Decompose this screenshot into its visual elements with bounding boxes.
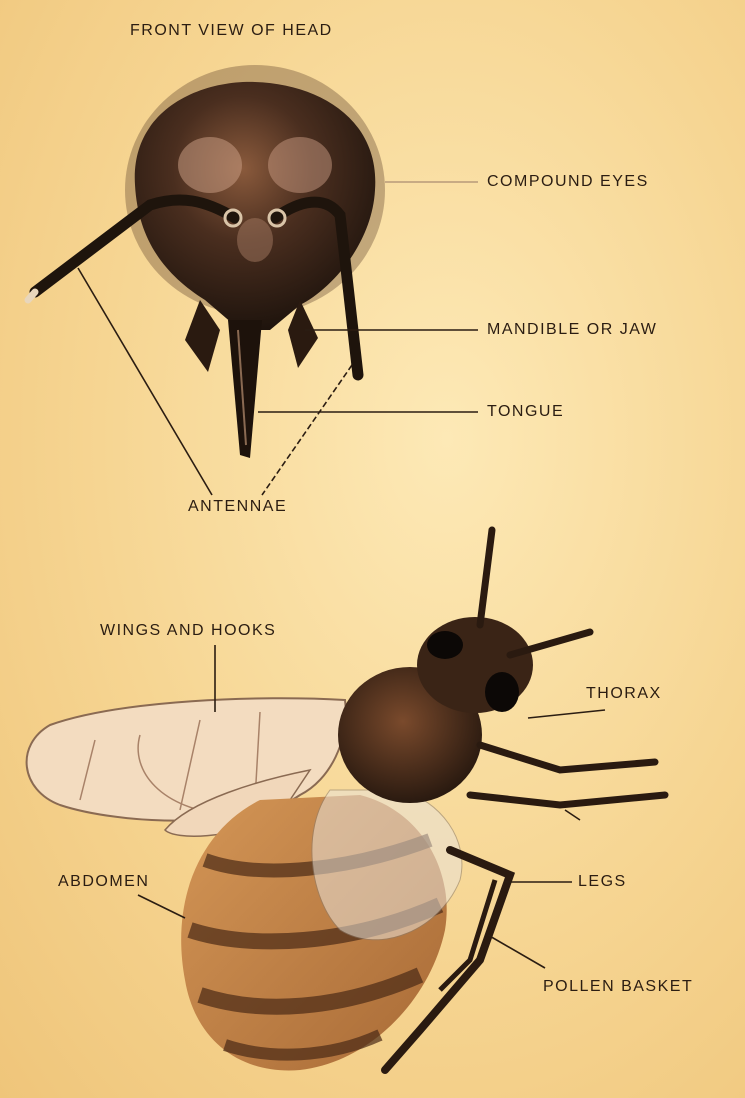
label-mandible: MANDIBLE OR JAW xyxy=(487,321,657,339)
label-tongue: TONGUE xyxy=(487,403,564,421)
label-wings-and-hooks: WINGS AND HOOKS xyxy=(100,622,276,640)
head-section-title: FRONT VIEW OF HEAD xyxy=(130,22,333,40)
bee-head-front-illustration xyxy=(28,65,385,458)
abdomen-leader xyxy=(138,895,185,918)
antennae-leader-left xyxy=(78,268,212,495)
label-abdomen: ABDOMEN xyxy=(58,873,149,891)
legs-leader-upper xyxy=(565,810,580,820)
label-legs: LEGS xyxy=(578,873,627,891)
label-pollen-basket: POLLEN BASKET xyxy=(543,978,693,996)
antennae-leader-right xyxy=(262,365,352,495)
pollen-basket-leader xyxy=(488,935,545,968)
label-thorax: THORAX xyxy=(586,685,662,703)
label-antennae: ANTENNAE xyxy=(188,498,287,516)
label-compound-eyes: COMPOUND EYES xyxy=(487,173,649,191)
thorax-leader xyxy=(528,710,605,718)
